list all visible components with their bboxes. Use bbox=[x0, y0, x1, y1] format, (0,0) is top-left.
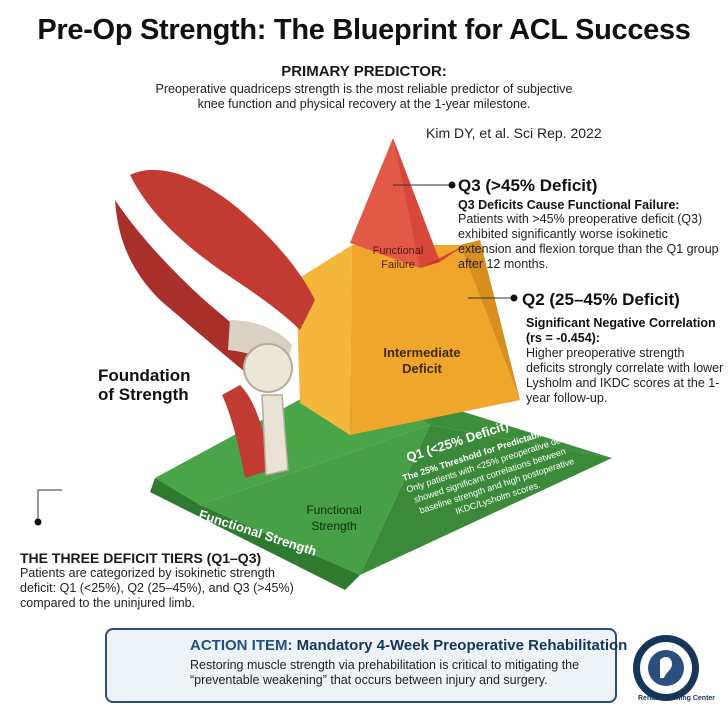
knee-joint-icon bbox=[243, 343, 293, 393]
mid-tier-label-1: Intermediate bbox=[383, 345, 460, 360]
top-tier-left-face bbox=[350, 138, 420, 268]
action-item-box bbox=[105, 628, 617, 703]
primary-predictor-heading: PRIMARY PREDICTOR: bbox=[281, 63, 447, 80]
calf-muscle-icon bbox=[222, 385, 270, 478]
base-tier-right-face bbox=[360, 425, 612, 575]
q3-subtitle: Q3 Deficits Cause Functional Failure: bbox=[458, 198, 680, 212]
action-item-label: ACTION ITEM: bbox=[190, 637, 293, 654]
action-item-body: Restoring muscle strength via prehabilit… bbox=[190, 658, 580, 687]
foundation-line-1: Foundation bbox=[98, 366, 191, 385]
quadriceps-muscle-icon bbox=[130, 169, 315, 330]
page-title: Pre-Op Strength: The Blueprint for ACL S… bbox=[37, 14, 691, 46]
badge-text: Rehab Learning Center bbox=[638, 695, 716, 702]
tiers-connector-dot bbox=[34, 518, 42, 526]
action-item-heading: Mandatory 4-Week Preoperative Rehabilita… bbox=[296, 637, 628, 654]
q3-title: Q3 (>45% Deficit) bbox=[458, 176, 598, 195]
mid-tier-side-face bbox=[460, 240, 520, 400]
base-tier-label-1: Functional bbox=[306, 503, 361, 517]
q2-subtitle: Significant Negative Correlation (rs = -… bbox=[526, 316, 716, 345]
top-tier-label-2: Failure bbox=[381, 259, 415, 271]
q3-body: Patients with >45% preoperative deficit … bbox=[458, 212, 719, 271]
base-tier-edge bbox=[150, 478, 360, 590]
q2-title: Q2 (25–45% Deficit) bbox=[522, 290, 680, 309]
top-tier-front-face bbox=[393, 138, 465, 268]
mid-tier-front-face bbox=[350, 245, 520, 435]
top-tier-label-1: Functional bbox=[373, 245, 424, 257]
q3-connector-dot bbox=[448, 181, 456, 189]
citation: Kim DY, et al. Sci Rep. 2022 bbox=[426, 125, 602, 141]
foundation-line-2: of Strength bbox=[98, 385, 189, 404]
tibia-bone-icon bbox=[261, 394, 289, 476]
mid-tier-label-2: Deficit bbox=[402, 361, 442, 376]
primary-predictor-body: Preoperative quadriceps strength is the … bbox=[155, 82, 573, 111]
tiers-heading: THE THREE DEFICIT TIERS (Q1–Q3) bbox=[20, 550, 262, 566]
q2-connector-dot bbox=[510, 294, 518, 302]
foundation-label: Foundation of Strength bbox=[98, 366, 191, 404]
q2-body: Higher preoperative strength deficits st… bbox=[526, 346, 724, 405]
base-tier-label-2: Strength bbox=[311, 519, 356, 533]
tiers-connector-line bbox=[37, 489, 62, 520]
action-item-title: ACTION ITEM: Mandatory 4-Week Preoperati… bbox=[190, 637, 627, 654]
base-tier-front-face bbox=[200, 425, 430, 575]
tiers-body: Patients are categorized by isokinetic s… bbox=[20, 566, 294, 610]
